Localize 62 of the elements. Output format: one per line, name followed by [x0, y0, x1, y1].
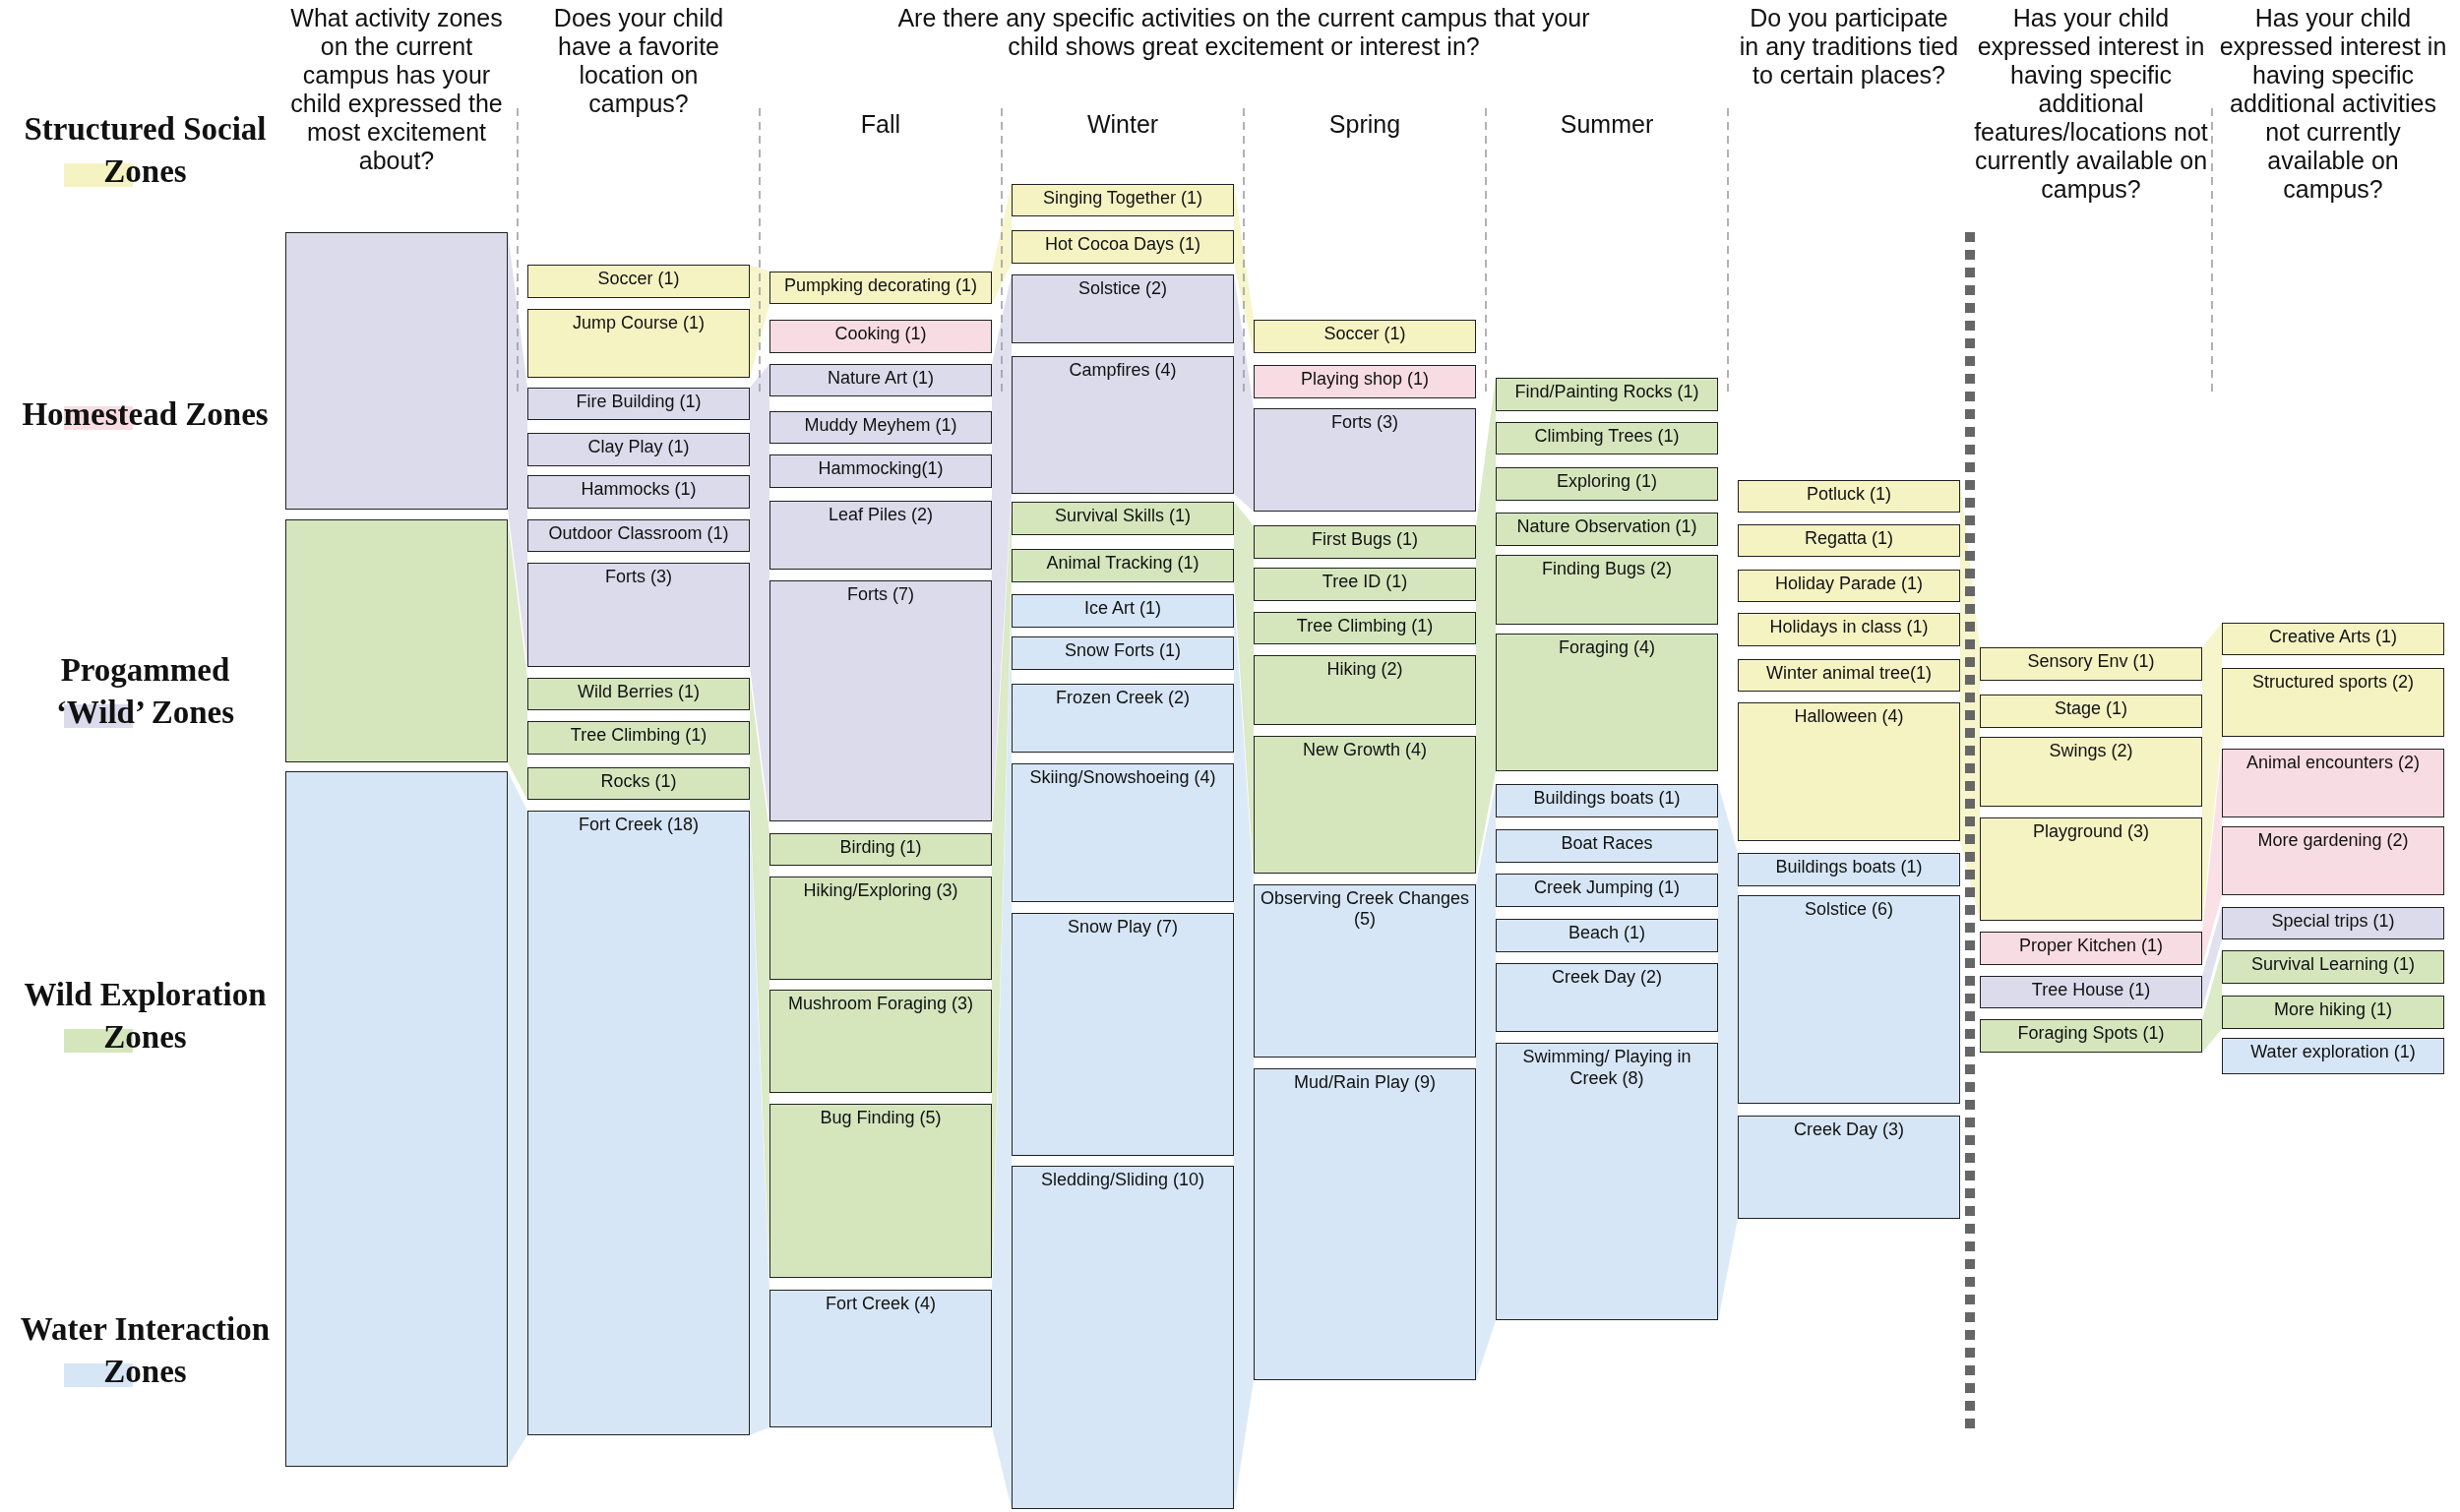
activity-box: Tree Climbing (1) [527, 721, 750, 755]
activity-box: First Bugs (1) [1254, 525, 1476, 559]
activity-box: Potluck (1) [1738, 479, 1960, 514]
activity-box: Creek Jumping (1) [1496, 874, 1718, 907]
activity-box: Mushroom Foraging (3) [769, 990, 992, 1094]
legend-label: Structured Social Zones [23, 110, 268, 191]
activity-box: Beach (1) [1496, 919, 1718, 952]
activity-box: Outdoor Classroom (1) [527, 518, 750, 553]
question-heading: Are there any specific activities on the current campus that your child shows great excitement or interest in? [896, 4, 1591, 61]
season-heading: Fall [859, 110, 902, 139]
activity-box: Hammocks (1) [527, 475, 750, 509]
activity-box: Cooking (1) [769, 320, 992, 353]
activity-box: Nature Observation (1) [1496, 513, 1718, 546]
activity-box: Creative Arts (1) [2222, 622, 2444, 656]
activity-box: Sensory Env (1) [1980, 647, 2202, 681]
activity-box: Clay Play (1) [527, 433, 750, 466]
question-heading: Does your child have a favorite location on campus? [552, 4, 725, 118]
activity-box: Holidays in class (1) [1738, 613, 1960, 646]
activity-box: Holiday Parade (1) [1738, 569, 1960, 603]
activity-box: Leaf Piles (2) [769, 500, 992, 570]
legend-label: Homestead Zones [21, 395, 270, 434]
activity-box: Creek Day (2) [1496, 962, 1718, 1033]
question-heading: Has your child expressed interest in having specific additional activities not currently available on campus? [2218, 4, 2448, 204]
activity-box: Exploring (1) [1496, 467, 1718, 501]
activity-box: Tree Climbing (1) [1254, 611, 1476, 645]
activity-box: Birding (1) [769, 832, 992, 867]
activity-box: Hiking/Exploring (3) [769, 877, 992, 981]
season-heading: Spring [1327, 110, 1402, 139]
zone-bar [285, 771, 508, 1467]
activity-box: Find/Painting Rocks (1) [1496, 378, 1718, 411]
question-heading: Has your child expressed interest in having specific additional features/locations not currently available on campus? [1974, 4, 2208, 204]
activity-box: Snow Forts (1) [1012, 636, 1234, 670]
activity-box: Nature Art (1) [769, 363, 992, 397]
question-heading: Do you participate in any traditions tied to certain places? [1738, 4, 1960, 90]
activity-box: Ice Art (1) [1012, 594, 1234, 628]
activity-box: Winter animal tree(1) [1738, 658, 1960, 693]
activity-box: Hammocking(1) [769, 454, 992, 488]
activity-box: Stage (1) [1980, 695, 2202, 728]
legend-label: Water Interaction Zones [20, 1310, 271, 1391]
activity-box: Survival Skills (1) [1012, 502, 1234, 535]
activity-box: Proper Kitchen (1) [1980, 932, 2202, 965]
activity-box: Fire Building (1) [527, 387, 750, 421]
activity-box: Animal Tracking (1) [1012, 549, 1234, 582]
activity-box: Muddy Meyhem (1) [769, 410, 992, 445]
activity-box: Finding Bugs (2) [1496, 555, 1718, 625]
activity-box: Skiing/Snowshoeing (4) [1012, 763, 1234, 902]
legend-label: Progammed ‘Wild’ Zones [54, 651, 236, 732]
activity-box: Boat Races [1496, 829, 1718, 863]
activity-box: Wild Berries (1) [527, 677, 750, 711]
activity-box: Climbing Trees (1) [1496, 421, 1718, 455]
activity-box: Frozen Creek (2) [1012, 684, 1234, 754]
activity-box: Buildings boats (1) [1738, 853, 1960, 886]
legend-label: Wild Exploration Zones [23, 976, 268, 1057]
season-heading: Winter [1085, 110, 1160, 139]
activity-box: Playing shop (1) [1254, 365, 1476, 398]
activity-box: Tree ID (1) [1254, 568, 1476, 601]
question-heading: What activity zones on the current campus has your child expressed the most excitement about? [289, 4, 504, 175]
season-heading: Summer [1559, 110, 1655, 139]
activity-box: Buildings boats (1) [1496, 784, 1718, 817]
activity-box: Water exploration (1) [2222, 1038, 2444, 1075]
activity-box: Rocks (1) [527, 766, 750, 801]
activity-box: Regatta (1) [1738, 523, 1960, 557]
